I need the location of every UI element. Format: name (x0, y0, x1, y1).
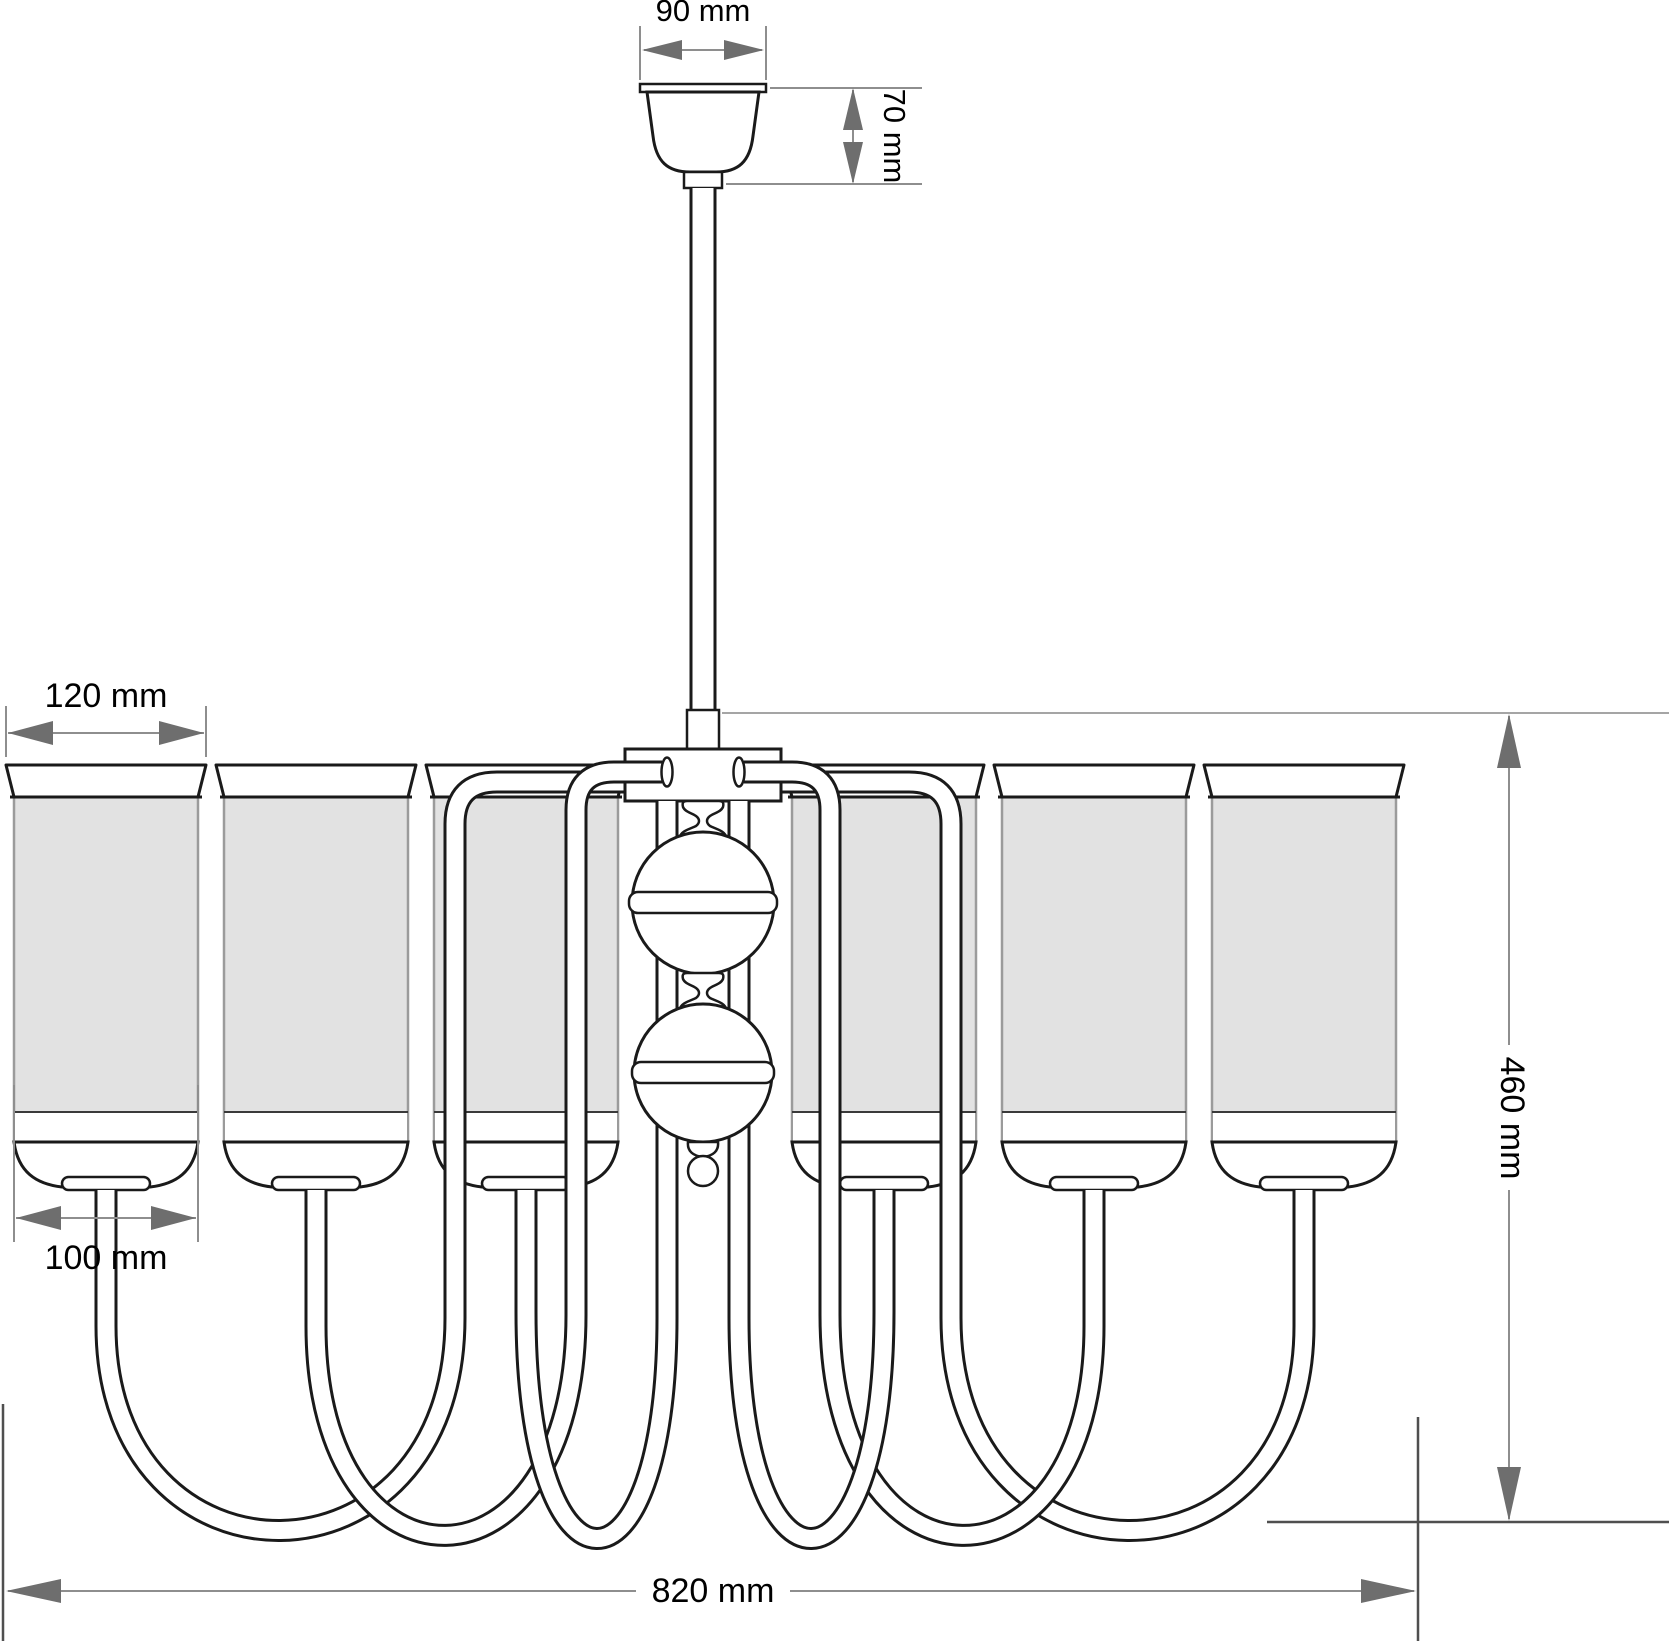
arrowhead-right-icon (724, 40, 764, 60)
shade-5 (992, 763, 1196, 1192)
center-arms (514, 801, 896, 1550)
arrowhead-right-icon (1361, 1579, 1416, 1603)
arrowhead-left-icon (16, 1206, 61, 1230)
arrowhead-up-icon (843, 88, 863, 130)
canopy-neck (682, 170, 724, 190)
shade-2 (214, 763, 418, 1192)
dim-canopy-height-label: 70 mm (877, 89, 912, 184)
hub-sockets (621, 756, 785, 788)
arm-5-inner (736, 763, 1103, 1544)
arrowhead-right-icon (159, 721, 204, 745)
sphere-band-top (627, 890, 779, 915)
arrowhead-up-icon (1497, 714, 1521, 768)
arm-2-inner (307, 763, 672, 1544)
dimension-shade-bottom: 100 mm (13, 1085, 199, 1277)
arm-4 (727, 801, 896, 1550)
dim-fixture-width-label: 820 mm (652, 1572, 775, 1610)
arrowhead-right-icon (151, 1206, 196, 1230)
shade-1 (4, 763, 208, 1192)
dim-shade-bottom-label: 100 mm (45, 1239, 168, 1277)
arrowhead-left-icon (8, 721, 53, 745)
canopy-cup (645, 90, 761, 174)
hub-socket-cap-left (660, 756, 674, 788)
dimension-canopy-width: 90 mm (639, 0, 767, 80)
dimension-shade-top: 120 mm (5, 677, 207, 757)
arm-3 (514, 801, 679, 1550)
finial-ball (686, 1154, 720, 1188)
arrowhead-down-icon (1497, 1467, 1521, 1521)
arrowhead-left-icon (6, 1579, 61, 1603)
arms (94, 760, 1316, 1547)
stem-joint (685, 708, 721, 754)
arrowhead-down-icon (843, 142, 863, 184)
hanging-stem (685, 188, 721, 754)
dimension-fixture-height: 460 mm (722, 712, 1669, 1524)
arm-5 (736, 760, 1106, 1547)
arm-2 (304, 760, 672, 1547)
sphere-band-bottom (630, 1060, 776, 1085)
arm-4-inner (730, 801, 893, 1547)
hub-socket-cap-right (732, 756, 746, 788)
dimension-fixture-width: 820 mm (1, 1404, 1420, 1641)
dim-fixture-height-label: 460 mm (1493, 1057, 1531, 1180)
dim-shade-top-label: 120 mm (45, 677, 168, 715)
dim-canopy-width-label: 90 mm (656, 0, 751, 28)
arm-3-inner (517, 801, 676, 1547)
ceiling-canopy (638, 82, 768, 190)
center-column (627, 799, 779, 1188)
arrowhead-left-icon (642, 40, 682, 60)
shade-6 (1202, 763, 1406, 1192)
dimension-canopy-height: 70 mm (726, 87, 922, 185)
